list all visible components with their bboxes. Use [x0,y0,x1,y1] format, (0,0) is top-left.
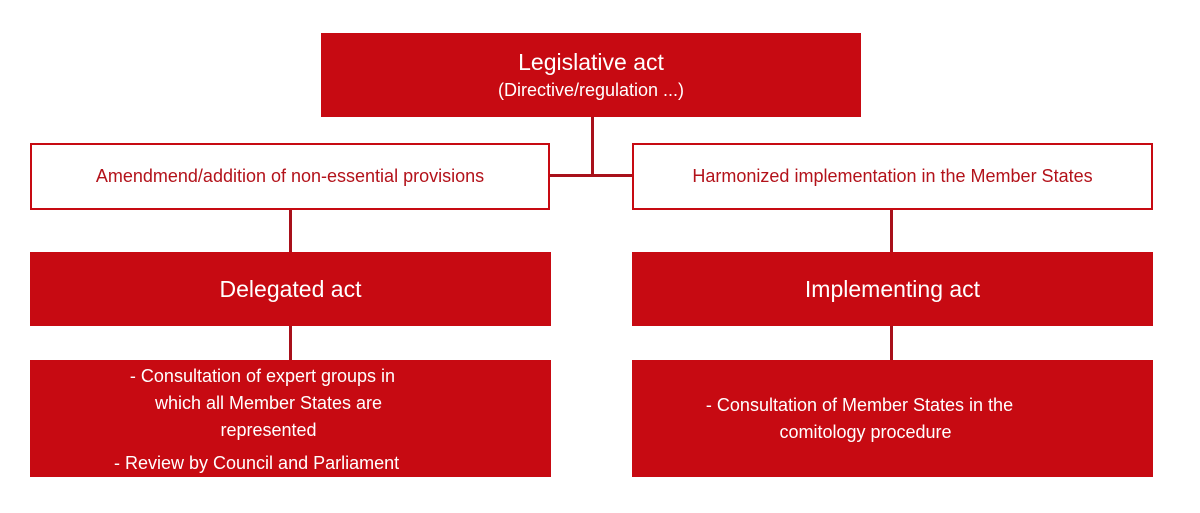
delegated-act-box: Delegated act [30,252,551,326]
connector-right-2 [890,326,893,360]
detail-item: - Consultation of expert groups in which… [129,365,396,440]
right-purpose-text: Harmonized implementation in the Member … [692,166,1093,186]
detail-item: - Consultation of Member States in the c… [705,394,1014,442]
connector-right-1 [890,209,893,252]
connector-top-vertical [591,117,594,176]
detail-item: - Review by Council and Parliament [114,452,400,473]
implementing-details-box: - Consultation of Member States in the c… [632,360,1153,477]
legislative-act-box: Legislative act (Directive/regulation ..… [321,33,861,117]
delegated-act-title: Delegated act [219,275,362,302]
right-purpose-box: Harmonized implementation in the Member … [632,143,1153,210]
connector-horizontal [549,174,633,177]
connector-left-2 [289,326,292,360]
left-purpose-box: Amendmend/addition of non-essential prov… [30,143,550,210]
legislative-act-title: Legislative act [518,49,664,75]
left-purpose-text: Amendmend/addition of non-essential prov… [95,166,485,186]
implementing-act-box: Implementing act [632,252,1153,326]
connector-left-1 [289,209,292,252]
implementing-act-title: Implementing act [804,275,981,302]
legislative-act-subtitle: (Directive/regulation ...) [497,80,685,100]
delegated-details-box: - Consultation of expert groups in which… [30,360,551,477]
